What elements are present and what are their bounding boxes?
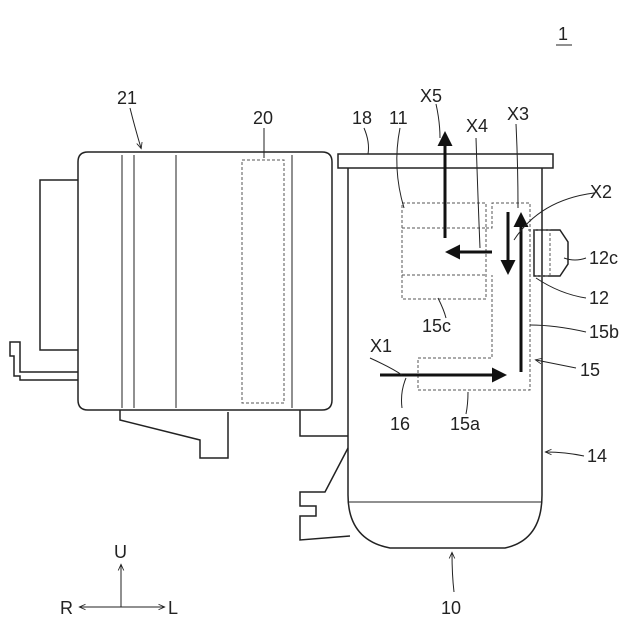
- label-14: 14: [587, 446, 607, 466]
- channel-15-outline: [418, 203, 530, 390]
- motor-body: [78, 152, 332, 410]
- label-12c: 12c: [589, 248, 618, 268]
- figure-number: 1: [558, 24, 568, 44]
- component-12-outline: [528, 230, 550, 276]
- label-21: 21: [117, 88, 137, 108]
- label-11: 11: [389, 108, 408, 128]
- leader-14: [546, 452, 584, 456]
- leader-x5: [436, 104, 440, 138]
- direction-left-side-label: L: [168, 598, 178, 618]
- motor-bottom-bracket: [120, 410, 228, 458]
- leader-x3: [516, 124, 518, 208]
- label-15c: 15c: [422, 316, 451, 336]
- motor-left-flange: [40, 180, 78, 350]
- housing-mount-bracket: [300, 448, 350, 540]
- label-16: 16: [390, 414, 410, 434]
- motor-left-tab: [10, 342, 78, 380]
- leader-18: [364, 128, 369, 154]
- leader-10: [452, 553, 454, 592]
- leader-x2: [514, 193, 594, 240]
- leader-12: [536, 278, 586, 298]
- label-20: 20: [253, 108, 273, 128]
- motor-21: [10, 152, 348, 458]
- component-20-outline: [242, 160, 284, 403]
- label-15a: 15a: [450, 414, 481, 434]
- label-18: 18: [352, 108, 372, 128]
- label-12: 12: [589, 288, 609, 308]
- label-x2: X2: [590, 182, 612, 202]
- leader-16: [402, 378, 407, 408]
- motor-connector: [300, 410, 348, 436]
- direction-up-label: U: [114, 542, 127, 562]
- label-x1: X1: [370, 336, 392, 356]
- label-x5: X5: [420, 86, 442, 106]
- housing-14: [300, 154, 553, 548]
- direction-right-side-label: R: [60, 598, 73, 618]
- label-10: 10: [441, 598, 461, 618]
- leader-21: [130, 108, 141, 148]
- label-15: 15: [580, 360, 600, 380]
- leader-x1: [370, 358, 402, 375]
- leader-15c: [438, 298, 446, 318]
- connector-12c: [534, 230, 568, 276]
- leader-15a: [466, 392, 468, 414]
- label-15b: 15b: [589, 322, 619, 342]
- label-x3: X3: [507, 104, 529, 124]
- label-x4: X4: [466, 116, 488, 136]
- leader-15b: [530, 325, 586, 332]
- direction-indicator: U R L: [60, 542, 178, 618]
